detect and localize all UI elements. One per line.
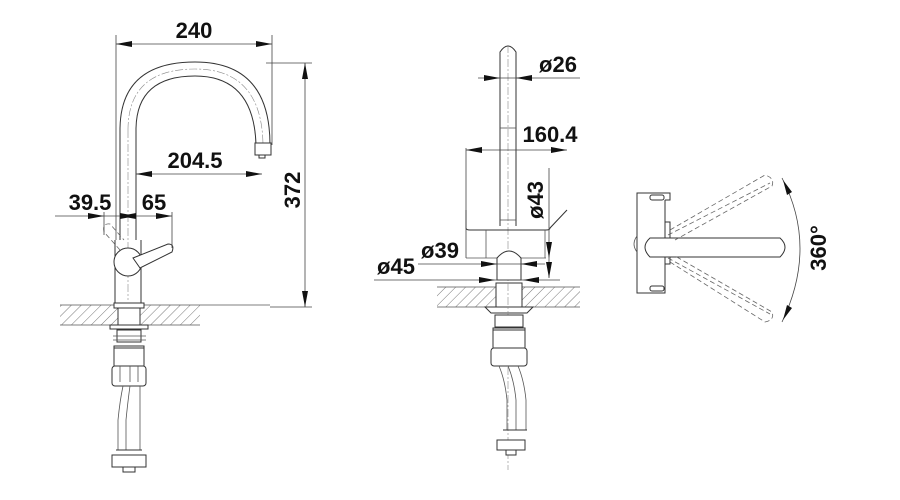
dim-160-4: 160.4 <box>522 122 578 147</box>
dim-204-5: 204.5 <box>167 148 222 173</box>
dim-240: 240 <box>176 18 213 43</box>
dim-rotation-360: 360° <box>806 225 831 271</box>
front-view: ø26 160.4 ø43 ø39 ø45 <box>374 45 580 470</box>
dim-372: 372 <box>280 172 305 209</box>
dim-diameter-26: ø26 <box>539 52 577 77</box>
side-view: 240 204.5 372 39.5 65 <box>55 18 312 473</box>
dim-65: 65 <box>142 190 166 215</box>
dim-diameter-39: ø39 <box>421 238 459 263</box>
dim-39-5: 39.5 <box>69 190 112 215</box>
top-view: 360° <box>633 174 831 323</box>
dim-diameter-43: ø43 <box>523 181 548 219</box>
dim-diameter-45: ø45 <box>377 254 415 279</box>
